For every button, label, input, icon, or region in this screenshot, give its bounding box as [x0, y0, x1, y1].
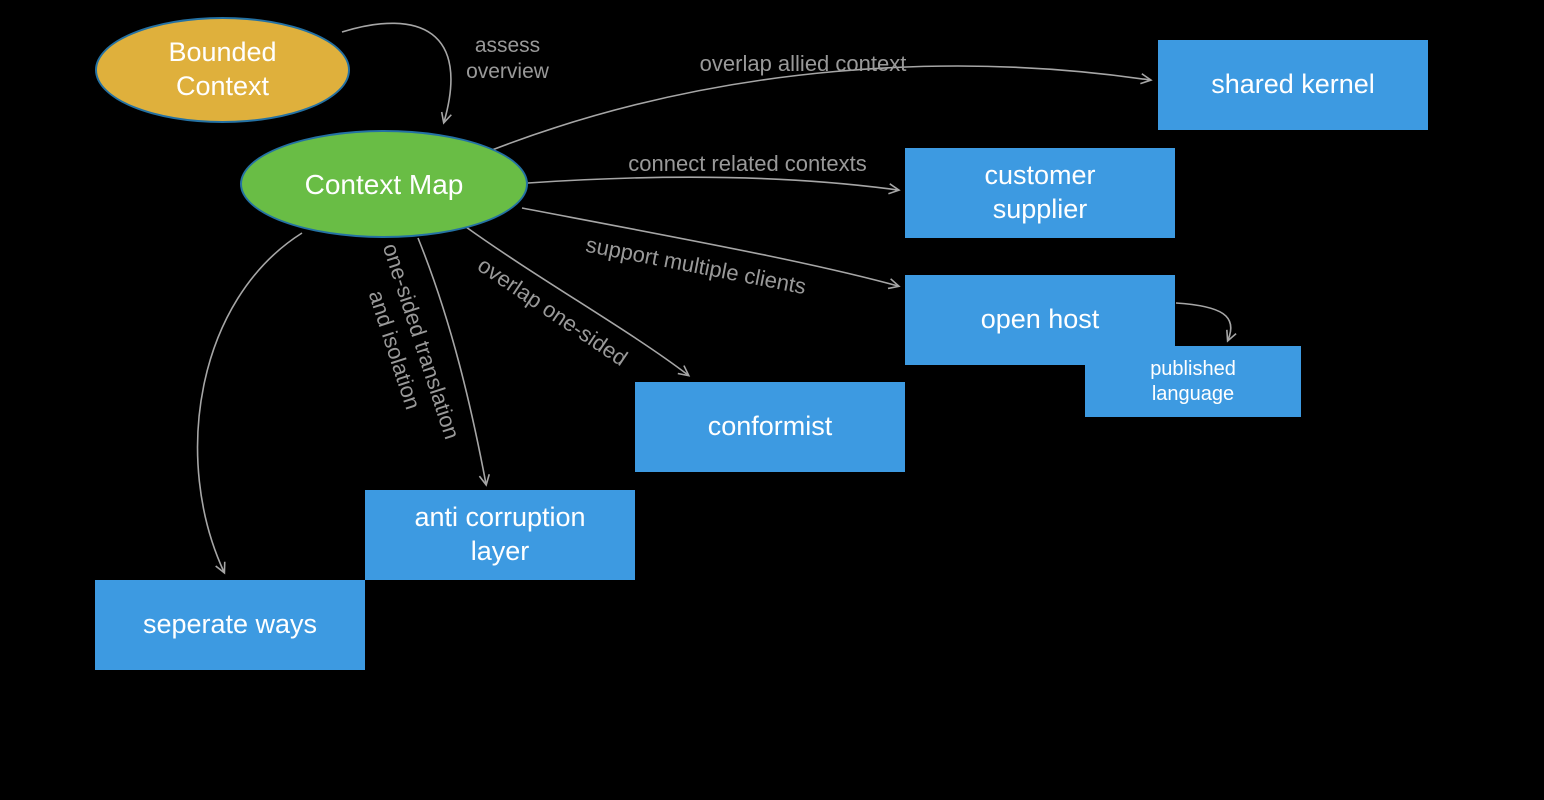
customer-supplier-label: customer supplier [984, 160, 1096, 224]
node-anti-corruption-layer: anti corruption layer [365, 490, 635, 580]
edge-bounded-context-to-context-map [341, 22, 452, 125]
context-map-label: Context Map [304, 168, 464, 200]
open-host-label: open host [980, 304, 1100, 335]
node-open-host: open host [905, 275, 1175, 365]
node-context-map: Context Map [240, 130, 528, 238]
edge-label-connect-related-contexts: connect related contexts [628, 151, 867, 176]
edge-open-host-to-published-language [1175, 302, 1237, 343]
node-seperate-ways: seperate ways [95, 580, 365, 670]
bounded-context-label: Bounded Context [168, 37, 277, 101]
node-conformist: conformist [635, 382, 905, 472]
edge-context-map-to-conformist [465, 226, 691, 377]
edge-context-map-to-anti-corruption-layer [417, 237, 491, 487]
edge-context-map-to-customer-supplier [527, 176, 901, 195]
edge-label-assess-overview: assess overview [466, 34, 549, 84]
conformist-label: conformist [707, 411, 833, 442]
edge-context-map-to-shared-kernel [491, 65, 1153, 151]
node-bounded-context: Bounded Context [95, 17, 350, 123]
edge-label-overlap-allied-context: overlap allied context [699, 51, 907, 76]
node-customer-supplier: customer supplier [905, 148, 1175, 238]
edge-context-map-to-seperate-ways [196, 232, 303, 575]
node-shared-kernel: shared kernel [1158, 40, 1428, 130]
edge-context-map-to-open-host [521, 207, 901, 290]
anti-corruption-layer-label: anti corruption layer [414, 502, 586, 566]
published-language-label: published language [1150, 357, 1236, 405]
node-published-language: published language [1085, 346, 1301, 417]
shared-kernel-label: shared kernel [1211, 69, 1375, 100]
seperate-ways-label: seperate ways [142, 609, 318, 640]
